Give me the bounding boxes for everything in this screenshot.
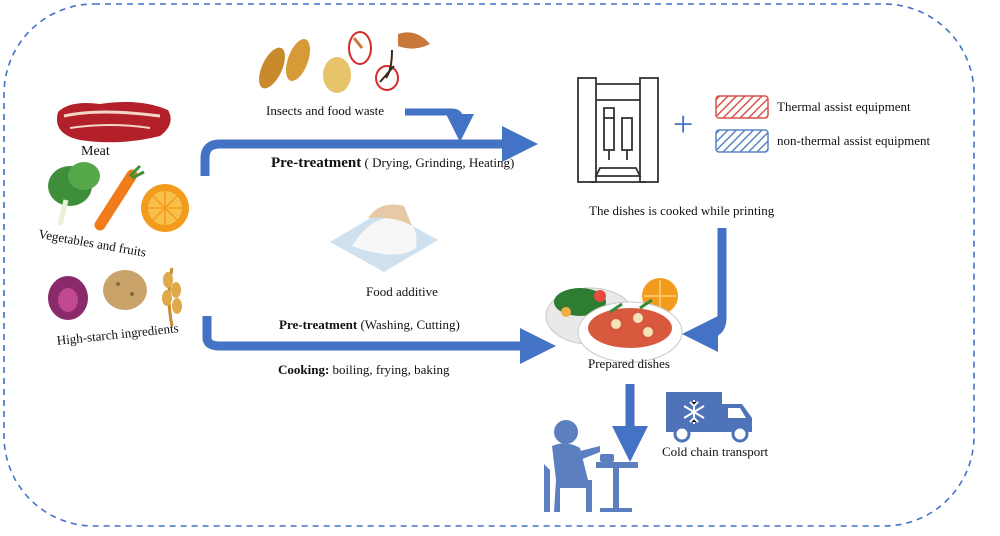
top-pretreatment-label: Pre-treatment ( Drying, Grinding, Heatin… [271, 155, 514, 172]
nonthermal-swatch [715, 129, 769, 153]
bottom-pretreatment-title: Pre-treatment [279, 317, 358, 332]
printer-icon [577, 77, 659, 183]
vegetables-fruits-icon [48, 162, 189, 232]
arrow-top-pretreatment [200, 126, 538, 176]
food-additive-label: Food additive [366, 284, 438, 299]
food-additive-icon [330, 204, 438, 272]
printer-caption: The dishes is cooked while printing [589, 203, 775, 218]
thermal-legend-label: Thermal assist equipment [777, 99, 911, 114]
arrow-insects [405, 108, 474, 142]
consumer-icon [544, 420, 638, 512]
insects-food-waste-label: Insects and food waste [266, 103, 385, 118]
outer-border [3, 3, 975, 527]
top-pretreatment-title: Pre-treatment [271, 155, 362, 171]
meat-label: Meat [81, 144, 110, 159]
cooking-title: Cooking: [278, 362, 330, 377]
meat-icon [56, 102, 171, 143]
plus-sign: + [673, 104, 693, 144]
nonthermal-legend-label: non-thermal assist equipment [777, 133, 931, 148]
thermal-swatch [715, 95, 769, 119]
cooking-methods: boiling, frying, baking [329, 362, 450, 377]
bottom-pretreatment-steps: (Washing, Cutting) [357, 317, 460, 332]
prepared-dishes-icon [545, 278, 683, 363]
prepared-dishes-label: Prepared dishes [588, 356, 670, 371]
high-starch-icon [48, 267, 182, 327]
cold-chain-truck-icon [666, 392, 752, 443]
cooking-label: Cooking: boiling, frying, baking [278, 362, 450, 378]
flow-arrows [200, 108, 727, 462]
cold-chain-label: Cold chain transport [662, 444, 769, 459]
arrow-printer-to-dishes [682, 228, 727, 352]
insects-food-waste-icon [259, 31, 430, 93]
top-pretreatment-steps: ( Drying, Grinding, Heating) [361, 155, 515, 170]
bottom-pretreatment-label: Pre-treatment (Washing, Cutting) [279, 317, 460, 333]
arrow-bottom-pretreatment [202, 316, 556, 364]
